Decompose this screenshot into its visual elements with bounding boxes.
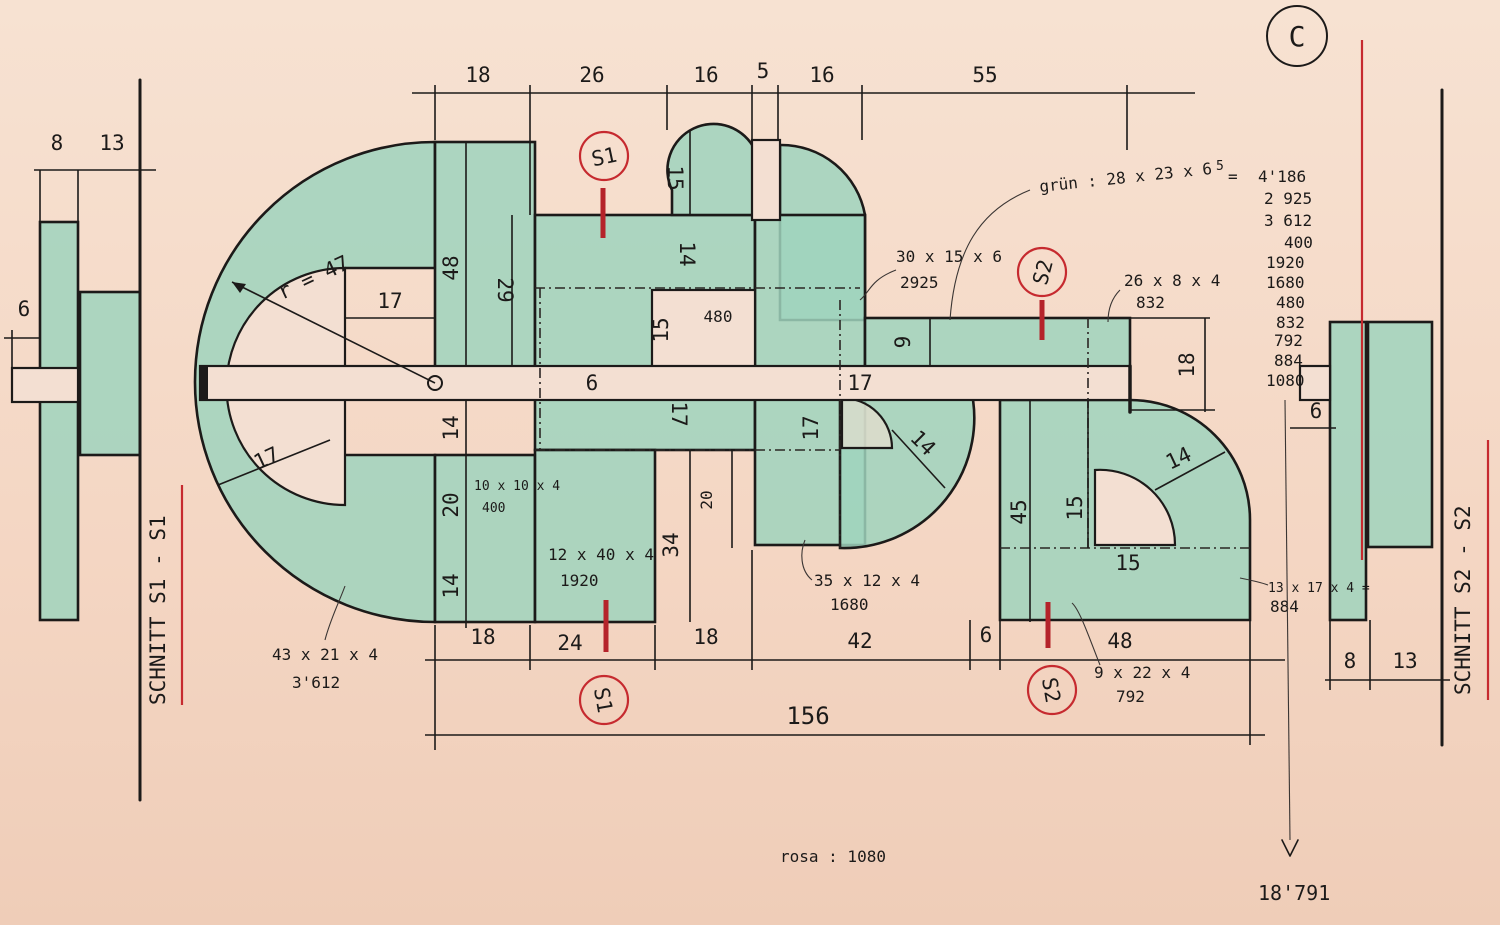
part-26x8x4: 26 x 8 x 4 [1124, 271, 1220, 290]
s2-dim-6: 6 [1310, 399, 1323, 423]
dim-34: 34 [659, 532, 683, 557]
sheet-letter: C [1289, 20, 1306, 53]
dim-17-arc: 17 [847, 371, 872, 395]
bottom-dim-48: 48 [1107, 629, 1132, 653]
cut-markers: S1 S1 S2 S2 [578, 130, 1078, 726]
top-dim-16b: 16 [809, 63, 834, 87]
dim-17-center: 17 [667, 401, 691, 426]
dim-48: 48 [439, 255, 463, 280]
grand-total: 18'791 [1258, 881, 1330, 905]
overall-dim-156: 156 [786, 702, 829, 730]
part-35-value: 1680 [830, 595, 869, 614]
top-dim-5: 5 [757, 59, 770, 83]
dim-17-top: 17 [377, 289, 402, 313]
gruen-formula: grün : 28 x 23 x 6 [1038, 159, 1212, 196]
cut-marker-s2-top: S2 [1028, 257, 1058, 288]
part-9-value: 792 [1116, 687, 1145, 706]
part-43-value: 3'612 [292, 673, 340, 692]
dim-18-right: 18 [1175, 352, 1199, 377]
top-dim-55: 55 [972, 63, 997, 87]
part-12x40x4: 12 x 40 x 4 [548, 545, 654, 564]
sum-1080: 1080 [1266, 371, 1305, 390]
bottom-dimension-chain: 18 24 18 42 6 48 156 [425, 550, 1285, 750]
part-12-value: 1920 [560, 571, 599, 590]
bottom-dim-24: 24 [557, 631, 582, 655]
dim-14-left2: 14 [439, 573, 463, 598]
part-13x17x4: 13 x 17 x 4 = [1268, 581, 1370, 596]
sum-884: 884 [1274, 351, 1303, 370]
dim-15-bottom: 15 [1115, 551, 1140, 575]
cut-marker-s1-top: S1 [589, 143, 619, 172]
top-dim-18: 18 [465, 63, 490, 87]
bottom-dim-42: 42 [847, 629, 872, 653]
dim-17-arc2: 17 [799, 415, 823, 440]
main-plan [193, 122, 1252, 624]
section-s1: 8 13 6 SCHNITT S1 - S1 [4, 78, 184, 802]
sum-792: 792 [1274, 331, 1303, 350]
s2-dim-8: 8 [1344, 649, 1357, 673]
s1-dim-8: 8 [51, 131, 64, 155]
sum-2925: 2 925 [1264, 189, 1312, 208]
cut-marker-s1-bottom: S1 [589, 686, 617, 715]
dim-29: 29 [493, 277, 517, 302]
dim-15-window: 15 [649, 317, 673, 342]
dim-9: 9 [891, 336, 915, 349]
rosa-note: rosa : 1080 [780, 847, 886, 866]
dim-45: 45 [1007, 499, 1031, 524]
section-s1-title: SCHNITT S1 - S1 [146, 515, 170, 705]
section-s2-title: SCHNITT S2 - S2 [1451, 505, 1475, 695]
dim-15-top: 15 [663, 165, 687, 190]
part-10x10x4: 10 x 10 x 4 [474, 479, 560, 494]
top-dimension-chain: 18 26 16 5 16 55 [412, 59, 1195, 215]
part-13-value: 884 [1270, 597, 1299, 616]
dim-20: 20 [439, 492, 463, 517]
gruen-equals: = [1228, 167, 1238, 186]
sheet-letter-marker: C [1266, 5, 1328, 67]
bottom-dim-6: 6 [980, 623, 993, 647]
gruen-exponent: 5 [1216, 159, 1224, 174]
s1-dim-6: 6 [18, 297, 31, 321]
material-totals: grün : 28 x 23 x 6 5 = 4'186 2 925 3 612… [949, 159, 1330, 905]
window-480: 480 [704, 307, 733, 326]
part-43x21x4: 43 x 21 x 4 [272, 645, 378, 664]
part-9x22x4: 9 x 22 x 4 [1094, 663, 1190, 682]
part-30-value: 2925 [900, 273, 939, 292]
sum-400: 400 [1284, 233, 1313, 252]
sum-832: 832 [1276, 313, 1305, 332]
dim-20-center: 20 [697, 490, 716, 509]
dim-14-mid: 14 [675, 241, 699, 266]
sum-3612: 3 612 [1264, 211, 1312, 230]
sum-4186: 4'186 [1258, 167, 1306, 186]
sum-1920: 1920 [1266, 253, 1305, 272]
part-26-value: 832 [1136, 293, 1165, 312]
s1-dim-13: 13 [99, 131, 124, 155]
sum-1680: 1680 [1266, 273, 1305, 292]
part-35x12x4: 35 x 12 x 4 [814, 571, 920, 590]
part-30x15x6: 30 x 15 x 6 [896, 247, 1002, 266]
dim-6-center: 6 [586, 371, 599, 395]
dim-14-left: 14 [439, 415, 463, 440]
sum-480: 480 [1276, 293, 1305, 312]
top-dim-26: 26 [579, 63, 604, 87]
part-10-value: 400 [482, 501, 505, 516]
bottom-dim-18b: 18 [693, 625, 718, 649]
s2-dim-13: 13 [1392, 649, 1417, 673]
section-s2: 8 13 6 SCHNITT S2 - S2 [1290, 40, 1490, 747]
top-dim-16a: 16 [693, 63, 718, 87]
cut-marker-s2-bottom: S2 [1037, 676, 1065, 705]
dim-15-right: 15 [1063, 495, 1087, 520]
part-labels: 30 x 15 x 6 2925 26 x 8 x 4 832 10 x 10 … [272, 247, 1370, 706]
bottom-dim-18a: 18 [470, 625, 495, 649]
